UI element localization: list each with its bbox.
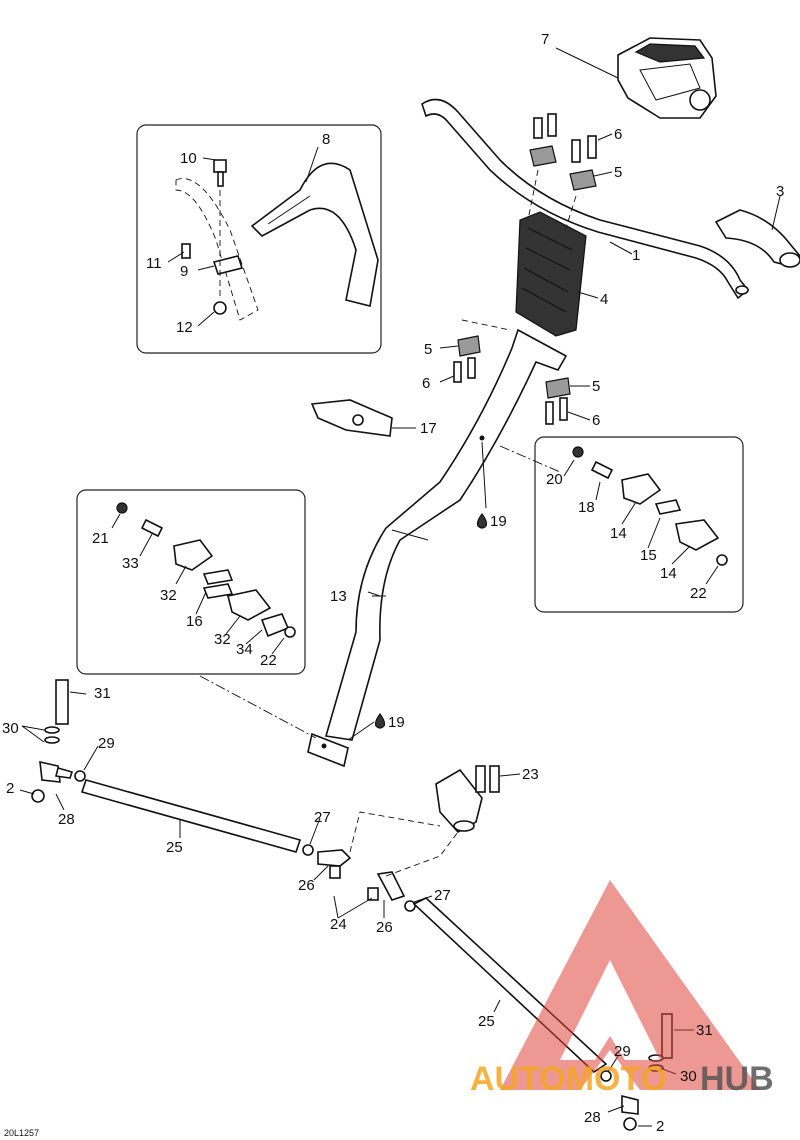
callout-29-left: 29 <box>98 735 115 752</box>
callout-34: 34 <box>236 641 253 658</box>
callout-31-left: 31 <box>94 685 111 702</box>
callout-27-left: 27 <box>314 809 331 826</box>
callout-19-upper: 19 <box>490 513 507 530</box>
callout-8: 8 <box>322 131 330 148</box>
inset-frame-steering-link-right <box>534 436 744 613</box>
callout-24: 24 <box>330 916 347 933</box>
callout-21: 21 <box>92 530 109 547</box>
grip <box>714 209 800 268</box>
callout-30-left: 30 <box>2 720 19 737</box>
tie-rod-end-center-left <box>302 844 352 879</box>
leader-lines <box>19 47 781 1127</box>
inset-frame-steering-link-left <box>76 489 306 675</box>
callout-12: 12 <box>176 319 193 336</box>
diagram-code: 20L1257 <box>4 1128 39 1138</box>
callout-5-left: 5 <box>424 341 432 358</box>
callout-14-upper: 14 <box>610 525 627 542</box>
callout-6-upper: 6 <box>614 126 622 143</box>
callout-14-lower: 14 <box>660 565 677 582</box>
right-link-parts <box>572 446 728 566</box>
callout-6-right: 6 <box>592 412 600 429</box>
callout-10: 10 <box>180 150 197 167</box>
pitman-bracket <box>435 765 500 834</box>
handlebar-pad-assembly <box>175 159 379 321</box>
watermark-logo: AUTOMOTO HUB <box>470 880 774 1098</box>
callout-25-right: 25 <box>478 1013 495 1030</box>
callout-27-right: 27 <box>434 887 451 904</box>
callout-22-left: 22 <box>260 652 277 669</box>
tie-rod-end-center-right <box>367 871 416 912</box>
callout-15: 15 <box>640 547 657 564</box>
bracket-plate <box>310 399 393 437</box>
callout-33: 33 <box>122 555 139 572</box>
callout-6-left: 6 <box>422 375 430 392</box>
callout-18: 18 <box>578 499 595 516</box>
callout-26-right: 26 <box>376 919 393 936</box>
callout-5-right: 5 <box>592 378 600 395</box>
upper-clamp-caps-bolts <box>527 113 597 229</box>
callout-19-lower: 19 <box>388 714 405 731</box>
lower-clamp-caps-bolts <box>453 319 571 425</box>
riser-clamp <box>515 211 587 337</box>
left-link-parts <box>116 502 296 638</box>
callout-1: 1 <box>632 247 640 264</box>
callout-28-left: 28 <box>58 811 75 828</box>
handlebar <box>421 98 750 300</box>
callout-5-upper: 5 <box>614 164 622 181</box>
callout-4: 4 <box>600 291 608 308</box>
callout-2-left: 2 <box>6 780 14 797</box>
callout-17: 17 <box>420 420 437 437</box>
callout-32-lower: 32 <box>214 631 231 648</box>
callout-16: 16 <box>186 613 203 630</box>
callout-2-right: 2 <box>656 1118 664 1135</box>
lubricant-drop-icon <box>476 512 488 529</box>
callout-3: 3 <box>776 183 784 200</box>
callout-13: 13 <box>330 588 347 605</box>
callout-28-right: 28 <box>584 1109 601 1126</box>
callout-32-upper: 32 <box>160 587 177 604</box>
watermark-text-orange: AUTOMOTO <box>470 1060 667 1098</box>
callout-30-right: 30 <box>680 1068 697 1085</box>
lubricant-drop-icon <box>374 712 386 729</box>
callout-labels: 7 3 1 4 6 5 8 10 11 9 12 5 6 5 6 17 19 1… <box>2 31 784 1138</box>
steering-column <box>307 328 568 768</box>
tie-rod-left <box>31 679 302 853</box>
inset-frame-handlebar-pad <box>136 124 382 354</box>
callout-7: 7 <box>541 31 549 48</box>
callout-22-right: 22 <box>690 585 707 602</box>
callout-9: 9 <box>180 263 188 280</box>
callout-31-right: 31 <box>696 1022 713 1039</box>
callout-23: 23 <box>522 766 539 783</box>
callout-26-left: 26 <box>298 877 315 894</box>
handlebar-cover <box>617 37 717 119</box>
callout-20: 20 <box>546 471 563 488</box>
callout-29-right: 29 <box>614 1043 631 1060</box>
callout-11: 11 <box>146 255 162 272</box>
watermark-text-gray: HUB <box>700 1060 774 1098</box>
callout-25-left: 25 <box>166 839 183 856</box>
